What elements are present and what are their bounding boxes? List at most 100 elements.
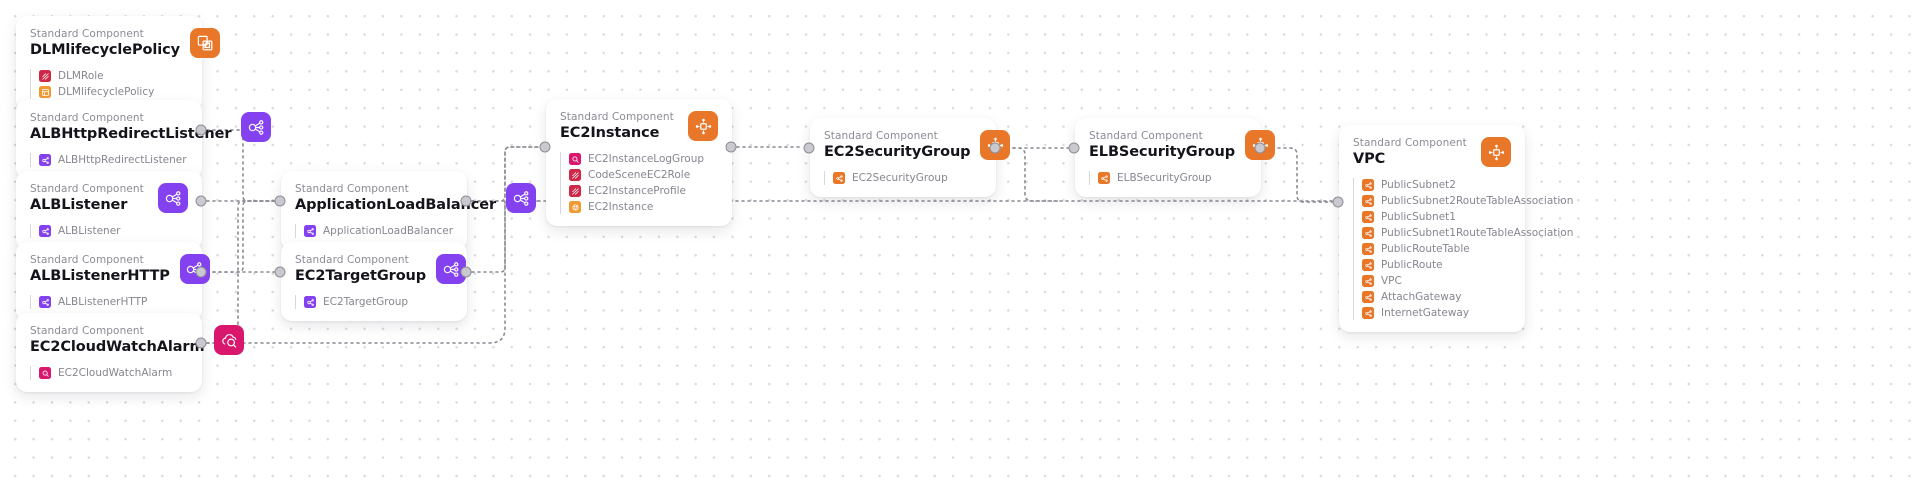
subnet-icon — [1362, 195, 1374, 207]
resource-item[interactable]: VPC — [1362, 274, 1511, 288]
subnet-icon — [1362, 275, 1374, 287]
resource-item[interactable]: DLMlifecyclePolicy — [39, 85, 188, 99]
resource-item[interactable]: DLMRole — [39, 69, 188, 83]
resource-item[interactable]: CodeSceneEC2Role — [569, 168, 718, 182]
port-handle-left[interactable] — [539, 141, 551, 153]
port-handle-right[interactable] — [989, 142, 1001, 154]
resource-label: AttachGateway — [1381, 290, 1462, 303]
resource-item[interactable]: PublicRouteTable — [1362, 242, 1511, 256]
resource-list: ApplicationLoadBalancer — [295, 224, 453, 238]
card-kind-label: Standard Component — [560, 111, 674, 123]
resource-list: PublicSubnet2 PublicSubnet2RouteTableAss… — [1353, 178, 1573, 320]
port-handle-right[interactable] — [1254, 142, 1266, 154]
port-handle-left[interactable] — [274, 195, 286, 207]
resource-list: ELBSecurityGroup — [1089, 171, 1247, 185]
card-title: VPC — [1353, 151, 1386, 167]
elb-listener-icon — [304, 225, 316, 237]
resource-item[interactable]: ApplicationLoadBalancer — [304, 224, 453, 238]
resource-label: CodeSceneEC2Role — [588, 168, 691, 181]
subnet-icon — [1362, 179, 1374, 191]
port-handle-right[interactable] — [195, 124, 207, 136]
resource-item[interactable]: PublicSubnet2 — [1362, 178, 1511, 192]
port-handle-right[interactable] — [195, 337, 207, 349]
card-title: EC2SecurityGroup — [824, 144, 971, 160]
resource-item[interactable]: EC2Instance — [569, 200, 718, 214]
resource-item[interactable]: PublicRoute — [1362, 258, 1511, 272]
connector-edge — [206, 200, 275, 273]
resource-item[interactable]: ALBListenerHTTP — [39, 295, 188, 309]
resource-list: EC2SecurityGroup — [824, 171, 982, 185]
card-title: ALBHttpRedirectListener — [30, 126, 232, 142]
resource-item[interactable]: PublicSubnet1 — [1362, 210, 1511, 224]
resource-label: ALBListenerHTTP — [58, 295, 148, 308]
port-handle-right[interactable] — [195, 266, 207, 278]
elb-listener-icon — [39, 225, 51, 237]
subnet-icon — [1362, 227, 1374, 239]
port-handle-left[interactable] — [1068, 142, 1080, 154]
cloudwatch-icon — [214, 325, 245, 355]
card-kind-label: Standard Component — [30, 112, 144, 124]
card-title: ALBListenerHTTP — [30, 268, 170, 284]
port-handle-left[interactable] — [803, 142, 815, 154]
port-handle-left[interactable] — [1332, 196, 1344, 208]
dlm-policy-icon — [39, 86, 51, 98]
resource-label: DLMlifecyclePolicy — [58, 85, 155, 98]
card-kind-label: Standard Component — [295, 183, 409, 195]
card-kind-label: Standard Component — [30, 325, 144, 337]
resource-label: EC2InstanceLogGroup — [588, 152, 705, 165]
card-kind-label: Standard Component — [30, 28, 144, 40]
subnet-icon — [1362, 291, 1374, 303]
resource-list: ALBListenerHTTP — [30, 295, 188, 309]
resource-item[interactable]: EC2TargetGroup — [304, 295, 453, 309]
connector-edge — [1265, 147, 1333, 203]
connector-edge — [206, 200, 275, 344]
resource-item[interactable]: PublicSubnet1RouteTableAssociation — [1362, 226, 1573, 240]
resource-item[interactable]: EC2InstanceProfile — [569, 184, 718, 198]
resource-item[interactable]: ALBHttpRedirectListener — [39, 153, 188, 167]
port-handle-right[interactable] — [460, 266, 472, 278]
cloudwatch-alarm-icon — [39, 367, 51, 379]
port-handle-right[interactable] — [195, 195, 207, 207]
resource-item[interactable]: EC2SecurityGroup — [833, 171, 982, 185]
card-kind-label: Standard Component — [30, 183, 144, 195]
card-title: DLMlifecyclePolicy — [30, 42, 181, 58]
resource-item[interactable]: PublicSubnet2RouteTableAssociation — [1362, 194, 1573, 208]
resource-item[interactable]: ELBSecurityGroup — [1098, 171, 1247, 185]
resource-label: PublicSubnet1 — [1381, 210, 1456, 223]
resource-item[interactable]: EC2CloudWatchAlarm — [39, 366, 188, 380]
resource-label: ApplicationLoadBalancer — [323, 224, 454, 237]
card-kind-label: Standard Component — [30, 254, 144, 266]
port-handle-right[interactable] — [725, 141, 737, 153]
resource-label: DLMRole — [58, 69, 104, 82]
port-handle-left[interactable] — [274, 266, 286, 278]
resource-list: EC2CloudWatchAlarm — [30, 366, 188, 380]
port-handle-right[interactable] — [460, 195, 472, 207]
resource-item[interactable]: ALBListener — [39, 224, 188, 238]
resource-item[interactable]: InternetGateway — [1362, 306, 1511, 320]
resource-item[interactable]: EC2InstanceLogGroup — [569, 152, 718, 166]
resource-item[interactable]: AttachGateway — [1362, 290, 1511, 304]
